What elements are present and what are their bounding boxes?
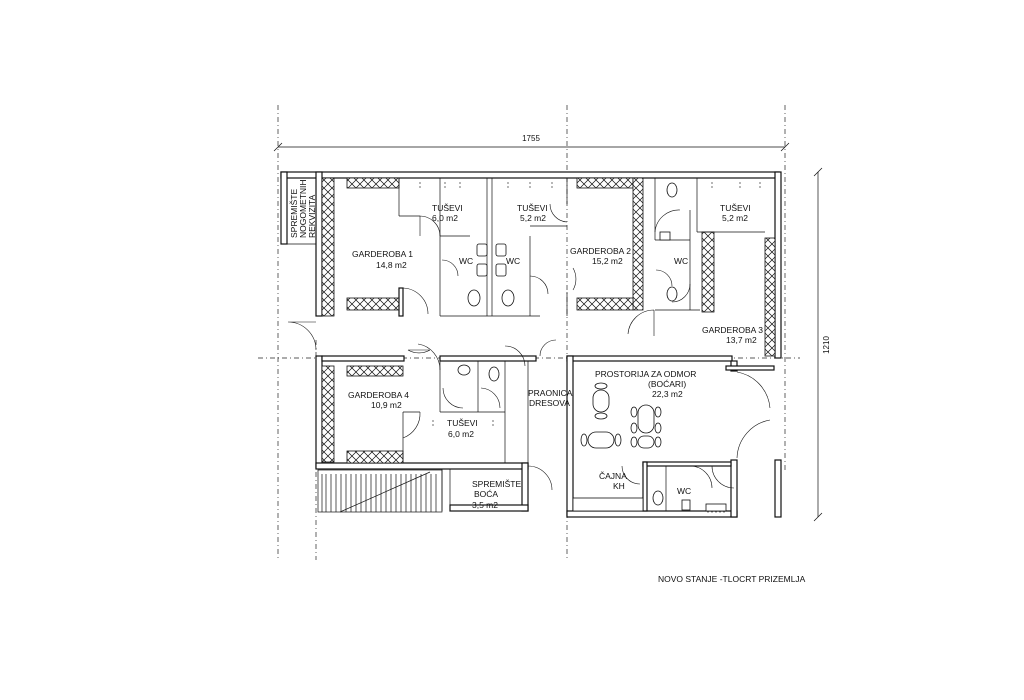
tusevi3-area: 5,2 m2 bbox=[722, 213, 748, 223]
dimension-width: 1755 bbox=[273, 134, 790, 152]
tusevi1-name: TUŠEVI bbox=[432, 203, 463, 213]
dimension-width-label: 1755 bbox=[522, 134, 540, 143]
praonica-line2: DRESOVA bbox=[529, 398, 570, 408]
spremiste-boca-line1: SPREMIŠTE bbox=[472, 479, 521, 489]
garderoba1-area: 14,8 m2 bbox=[376, 260, 407, 270]
tusevi2-name: TUŠEVI bbox=[517, 203, 548, 213]
hatched-walls bbox=[321, 177, 776, 464]
room-labels: SPREMIŠTE NOGOMETNIH REKVIZITA GARDEROBA… bbox=[289, 179, 763, 510]
prostorija-line1: PROSTORIJA ZA ODMOR bbox=[595, 369, 696, 379]
garderoba4-area: 10,9 m2 bbox=[371, 400, 402, 410]
garderoba2-area: 15,2 m2 bbox=[592, 256, 623, 266]
svg-text:REKVIZITA: REKVIZITA bbox=[307, 194, 317, 238]
fixtures bbox=[457, 182, 727, 512]
tusevi4-area: 6,0 m2 bbox=[448, 429, 474, 439]
tusevi4-name: TUŠEVI bbox=[447, 418, 478, 428]
garderoba2-name: GARDEROBA 2 bbox=[570, 246, 631, 256]
spremiste-boca-area: 3,5 m2 bbox=[472, 500, 498, 510]
wc1-label: WC bbox=[459, 256, 473, 266]
garderoba3-name: GARDEROBA 3 bbox=[702, 325, 763, 335]
spremiste-nogometnih-label: SPREMIŠTE NOGOMETNIH REKVIZITA bbox=[289, 179, 317, 238]
interior-walls bbox=[287, 178, 765, 512]
garderoba3-area: 13,7 m2 bbox=[726, 335, 757, 345]
tusevi3-name: TUŠEVI bbox=[720, 203, 751, 213]
shower-marks bbox=[419, 182, 761, 513]
wc4-label: WC bbox=[677, 486, 691, 496]
staircase bbox=[317, 469, 443, 513]
garderoba1-name: GARDEROBA 1 bbox=[352, 249, 413, 259]
wc3-label: WC bbox=[674, 256, 688, 266]
garderoba4-name: GARDEROBA 4 bbox=[348, 390, 409, 400]
svg-text:NOGOMETNIH: NOGOMETNIH bbox=[298, 179, 308, 238]
dimension-height-label: 1210 bbox=[822, 336, 831, 354]
praonica-line1: PRAONICA bbox=[528, 388, 573, 398]
tusevi2-area: 5,2 m2 bbox=[520, 213, 546, 223]
furniture bbox=[580, 382, 662, 449]
doors bbox=[287, 203, 771, 491]
cajna-line1: ČAJNA bbox=[599, 471, 627, 481]
drawing-caption: NOVO STANJE -TLOCRT PRIZEMLJA bbox=[658, 574, 806, 584]
svg-text:SPREMIŠTE: SPREMIŠTE bbox=[289, 189, 299, 238]
dimension-height: 1210 bbox=[813, 167, 831, 522]
tusevi1-area: 6,0 m2 bbox=[432, 213, 458, 223]
prostorija-line2: (BOĆARI) bbox=[648, 379, 686, 389]
spremiste-boca-line2: BOĆA bbox=[474, 489, 498, 499]
wc2-label: WC bbox=[506, 256, 520, 266]
cajna-line2: KH bbox=[613, 481, 625, 491]
prostorija-area: 22,3 m2 bbox=[652, 389, 683, 399]
